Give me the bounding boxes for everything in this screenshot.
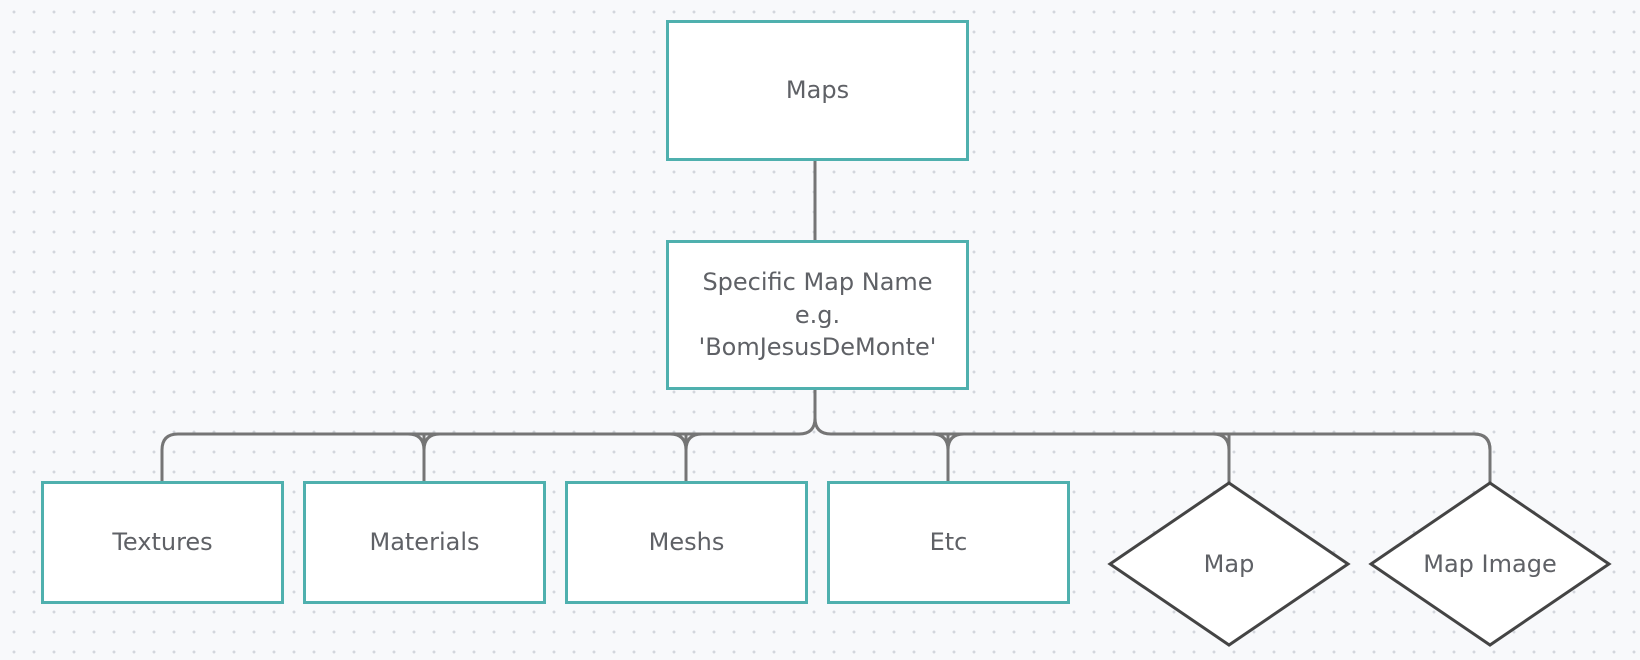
connector-drop-map-image <box>1472 432 1492 485</box>
connector-drop-meshs <box>668 432 704 484</box>
node-maps[interactable]: Maps <box>666 20 969 161</box>
node-textures[interactable]: Textures <box>41 481 284 604</box>
node-etc[interactable]: Etc <box>827 481 1070 604</box>
node-map-label: Map <box>1203 550 1255 578</box>
node-materials-label: Materials <box>369 528 480 557</box>
node-meshs[interactable]: Meshs <box>565 481 808 604</box>
connector-drop-map <box>1211 432 1231 485</box>
node-etc-label: Etc <box>929 528 968 557</box>
node-maps-label: Maps <box>785 76 850 105</box>
connector-bus <box>160 386 1492 483</box>
node-map-name-line-1: Specific Map Name <box>702 268 933 297</box>
node-map-image[interactable]: Map Image <box>1390 534 1590 594</box>
diamond-shape-map <box>1107 481 1351 647</box>
node-map-name-line-2: e.g. <box>794 300 841 329</box>
node-map-image-label: Map Image <box>1423 550 1557 578</box>
node-meshs-label: Meshs <box>648 528 725 557</box>
connector-drop-etc <box>930 432 966 484</box>
node-map[interactable]: Map <box>1129 534 1329 594</box>
diamond-shape-map-image <box>1368 481 1612 647</box>
node-materials[interactable]: Materials <box>303 481 546 604</box>
node-specific-map-name[interactable]: Specific Map Name e.g. 'BomJesusDeMonte' <box>666 240 969 390</box>
node-textures-label: Textures <box>112 528 213 557</box>
connector-drop-materials <box>406 432 442 484</box>
node-map-name-line-3: 'BomJesusDeMonte' <box>698 333 937 362</box>
